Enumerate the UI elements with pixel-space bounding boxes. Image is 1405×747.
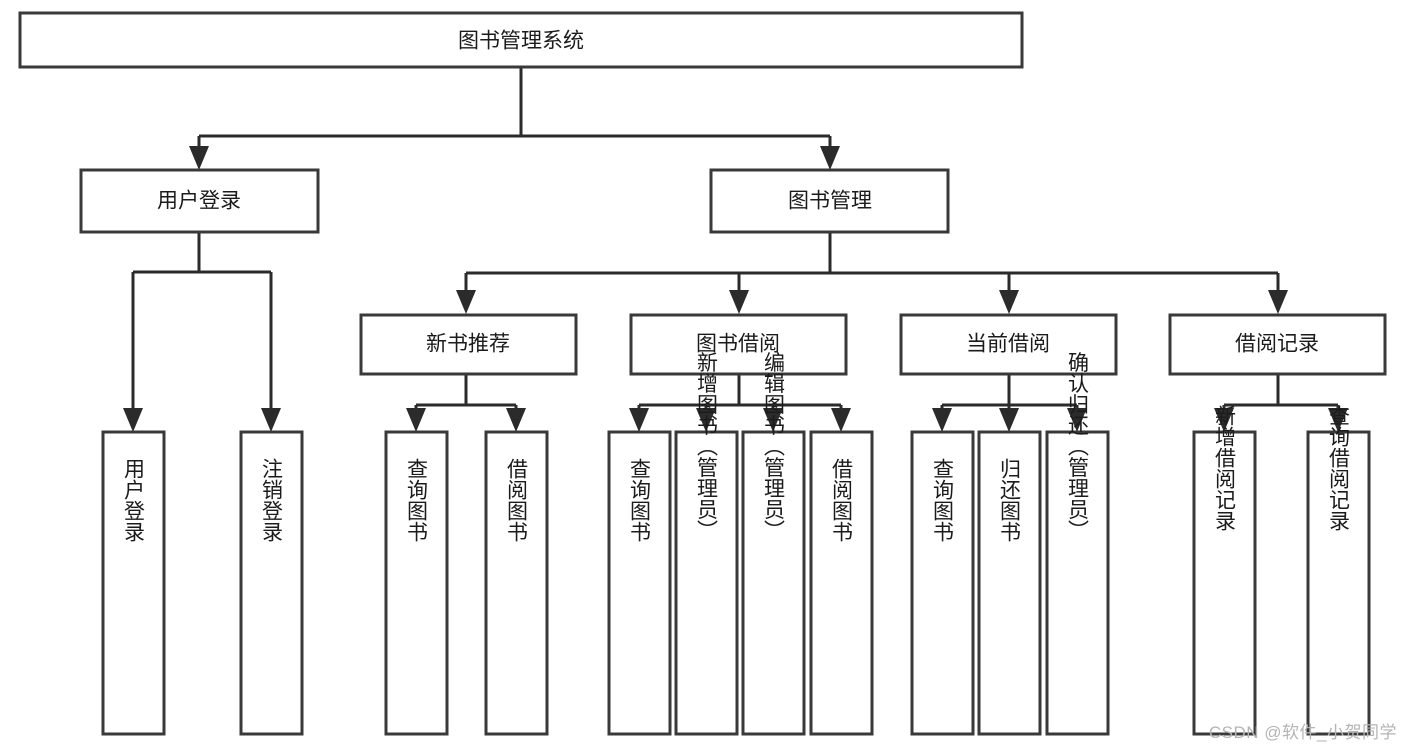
arrowhead-leaf-borrow-book-1 xyxy=(506,408,526,432)
leaf-logout-login-label: 注销登录 xyxy=(260,458,284,542)
leaf-query-borrow-record-box[interactable] xyxy=(1306,430,1371,736)
node-book-borrow[interactable]: 图书借阅 xyxy=(629,313,848,376)
connector-layer xyxy=(123,67,1348,432)
node-root[interactable]: 图书管理系统 xyxy=(18,11,1024,69)
leaf-borrow-book-2-box[interactable] xyxy=(809,430,874,736)
leaf-borrow-book-1-label: 借阅图书 xyxy=(505,458,529,542)
arrowhead-current-borrow xyxy=(999,290,1019,314)
leaf-add-book-admin-box[interactable] xyxy=(674,430,739,736)
node-book-borrow-box[interactable] xyxy=(629,313,848,376)
leaf-confirm-return-admin-label: 确认归还（管理员） xyxy=(1066,352,1090,541)
leaf-add-book-admin[interactable]: 新增图书（管理员） xyxy=(674,352,739,736)
node-new-book-recommend-box[interactable] xyxy=(359,313,578,376)
leaf-query-book-2[interactable]: 查询图书 xyxy=(607,430,672,736)
leaf-edit-book-admin-label: 编辑图书（管理员） xyxy=(762,352,786,541)
arrowhead-borrow-record xyxy=(1268,290,1288,314)
node-new-book-recommend[interactable]: 新书推荐 xyxy=(359,313,578,376)
arrowhead-leaf-query-book-2 xyxy=(629,408,649,432)
node-book-management[interactable]: 图书管理 xyxy=(709,168,950,234)
leaf-user-login-label: 用户登录 xyxy=(122,458,146,542)
leaf-confirm-return-admin[interactable]: 确认归还（管理员） xyxy=(1045,352,1110,736)
leaf-query-book-1-label: 查询图书 xyxy=(405,458,429,542)
leaf-edit-book-admin[interactable]: 编辑图书（管理员） xyxy=(741,352,806,736)
node-borrow-record[interactable]: 借阅记录 xyxy=(1168,313,1387,376)
node-user-login-box[interactable] xyxy=(79,168,320,234)
arrowhead-leaf-add-book-admin xyxy=(696,408,716,432)
leaf-query-borrow-record-label: 查询借阅记录 xyxy=(1327,405,1351,531)
node-user-login-label: 用户登录 xyxy=(157,190,241,213)
node-user-login[interactable]: 用户登录 xyxy=(79,168,320,234)
leaf-borrow-book-1[interactable]: 借阅图书 xyxy=(484,430,549,736)
leaf-user-login[interactable]: 用户登录 xyxy=(101,430,166,736)
leaf-query-borrow-record[interactable]: 查询借阅记录 xyxy=(1306,405,1371,736)
leaf-user-login-box[interactable] xyxy=(101,430,166,736)
arrowhead-leaf-add-borrow-record xyxy=(1214,408,1234,432)
arrowhead-leaf-query-borrow-record xyxy=(1328,408,1348,432)
node-current-borrow-box[interactable] xyxy=(899,313,1118,376)
leaf-borrow-book-1-box[interactable] xyxy=(484,430,549,736)
leaf-confirm-return-admin-box[interactable] xyxy=(1045,430,1110,736)
arrowhead-leaf-confirm-return-admin xyxy=(1067,408,1087,432)
leaf-query-book-3-label: 查询图书 xyxy=(931,458,955,542)
leaf-return-book-box[interactable] xyxy=(977,430,1042,736)
arrowhead-new-book-recommend xyxy=(456,290,476,314)
leaf-add-borrow-record-box[interactable] xyxy=(1192,430,1257,736)
leaf-logout-login-box[interactable] xyxy=(239,430,304,736)
leaf-borrow-book-2[interactable]: 借阅图书 xyxy=(809,430,874,736)
arrowhead-book-management xyxy=(820,146,840,170)
node-current-borrow[interactable]: 当前借阅 xyxy=(899,313,1118,376)
leaf-add-borrow-record[interactable]: 新增借阅记录 xyxy=(1192,405,1257,736)
arrowhead-leaf-query-book-1 xyxy=(406,408,426,432)
leaf-logout-login[interactable]: 注销登录 xyxy=(239,430,304,736)
leaf-query-book-1-box[interactable] xyxy=(384,430,449,736)
leaf-edit-book-admin-box[interactable] xyxy=(741,430,806,736)
leaf-return-book[interactable]: 归还图书 xyxy=(977,430,1042,736)
node-book-management-label: 图书管理 xyxy=(788,190,872,213)
leaf-query-book-2-box[interactable] xyxy=(607,430,672,736)
node-borrow-record-label: 借阅记录 xyxy=(1235,333,1319,356)
arrowhead-leaf-edit-book-admin xyxy=(763,408,783,432)
leaf-return-book-label: 归还图书 xyxy=(998,458,1022,542)
node-new-book-recommend-label: 新书推荐 xyxy=(426,333,510,356)
arrowhead-leaf-borrow-book-2 xyxy=(831,408,851,432)
node-current-borrow-label: 当前借阅 xyxy=(966,333,1050,356)
leaf-add-borrow-record-label: 新增借阅记录 xyxy=(1213,405,1237,531)
arrowhead-leaf-query-book-3 xyxy=(932,408,952,432)
node-root-box[interactable] xyxy=(18,11,1024,69)
leaf-query-book-2-label: 查询图书 xyxy=(628,458,652,542)
arrowhead-leaf-user-login xyxy=(123,408,143,432)
leaf-borrow-book-2-label: 借阅图书 xyxy=(830,458,854,542)
arrowhead-leaf-return-book xyxy=(999,408,1019,432)
leaf-add-book-admin-label: 新增图书（管理员） xyxy=(695,352,719,541)
arrowhead-leaf-logout-login xyxy=(261,408,281,432)
node-borrow-record-box[interactable] xyxy=(1168,313,1387,376)
node-book-management-box[interactable] xyxy=(709,168,950,234)
leaf-query-book-3-box[interactable] xyxy=(910,430,975,736)
leaf-query-book-1[interactable]: 查询图书 xyxy=(384,430,449,736)
leaf-query-book-3[interactable]: 查询图书 xyxy=(910,430,975,736)
arrowhead-user-login xyxy=(189,146,209,170)
node-root-label: 图书管理系统 xyxy=(458,30,584,53)
node-book-borrow-label: 图书借阅 xyxy=(696,333,780,356)
arrowhead-book-borrow xyxy=(729,290,749,314)
